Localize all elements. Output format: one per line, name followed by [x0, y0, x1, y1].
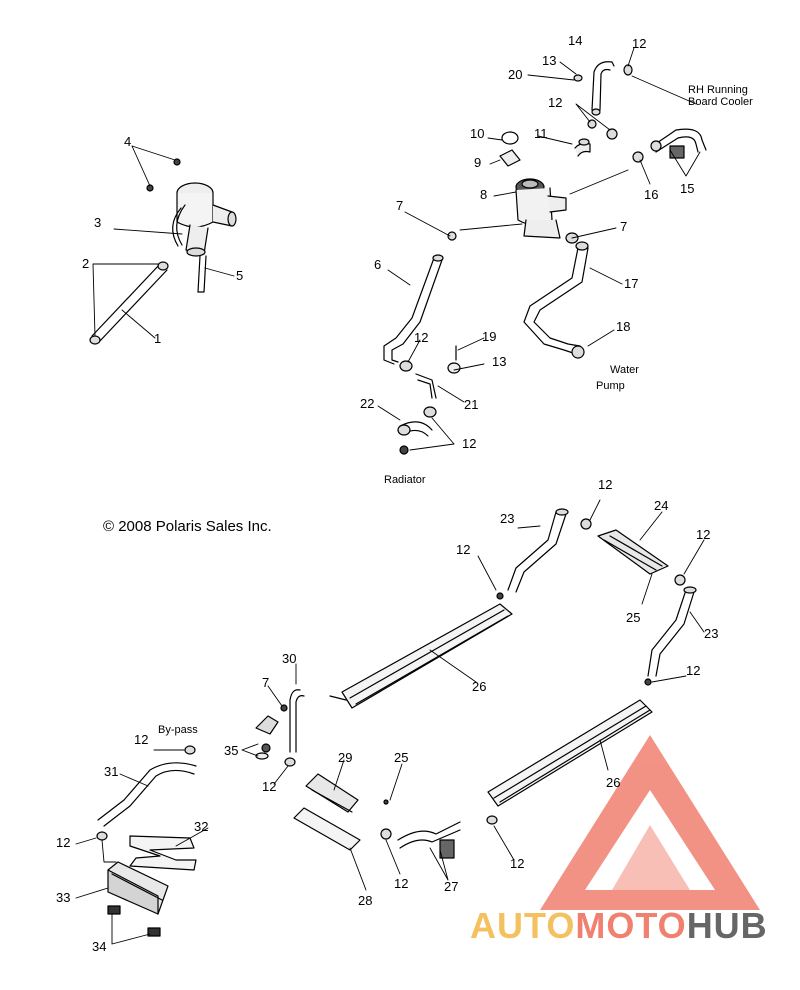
callout-32: 32 [194, 819, 209, 834]
callout-7a: 7 [396, 198, 404, 213]
callout-30: 30 [282, 651, 297, 666]
callout-33: 33 [56, 890, 71, 905]
callout-26b: 26 [606, 775, 621, 790]
callout-20: 20 [508, 67, 523, 82]
watermark-hub: HUB [686, 905, 768, 946]
part-26-cooler-upper [329, 603, 513, 709]
callout-29: 29 [338, 750, 353, 765]
part-28-bracket [293, 807, 361, 851]
callout-13b: 13 [492, 354, 507, 369]
callout-7b: 7 [620, 219, 628, 234]
callout-13a: 13 [542, 53, 557, 68]
caption-rh-running-1: RH Running [688, 84, 748, 96]
callout-12e: 12 [598, 477, 613, 492]
watermark-moto: MOTO [575, 905, 687, 946]
watermark-logo [540, 735, 760, 910]
callout-10: 10 [470, 126, 485, 141]
callout-25b: 25 [394, 750, 409, 765]
callout-5: 5 [236, 268, 244, 283]
callout-12d: 12 [462, 436, 477, 451]
leader-lines [75, 47, 705, 945]
caption-rh-running-2: Board Cooler [688, 96, 753, 108]
callout-31: 31 [104, 764, 119, 779]
callout-12a: 12 [632, 36, 647, 51]
copyright-notice: © 2008 Polaris Sales Inc. [103, 518, 272, 535]
callout-12c: 12 [414, 330, 429, 345]
callout-19: 19 [482, 329, 497, 344]
callout-12i: 12 [134, 732, 149, 747]
callout-18: 18 [616, 319, 631, 334]
thermostat-housing-left [146, 158, 237, 293]
callout-2: 2 [82, 256, 90, 271]
caption-by-pass: By-pass [158, 724, 198, 736]
callout-22: 22 [360, 396, 375, 411]
callout-8: 8 [480, 187, 488, 202]
callout-35: 35 [224, 743, 239, 758]
callout-1: 1 [154, 331, 162, 346]
caption-radiator: Radiator [384, 474, 426, 486]
part-29-bracket [305, 773, 359, 813]
callout-23a: 23 [500, 511, 515, 526]
callout-23b: 23 [704, 626, 719, 641]
part-30-hose [280, 689, 305, 767]
callout-9: 9 [474, 155, 482, 170]
part-23-hose-lower [644, 586, 697, 686]
watermark-auto: AUTO [470, 905, 576, 946]
callout-12m: 12 [510, 856, 525, 871]
callout-27: 27 [444, 879, 459, 894]
part-26-cooler-lower [487, 699, 653, 807]
callout-15: 15 [680, 181, 695, 196]
part-23-hose-upper [496, 508, 592, 600]
part-35-bracket [255, 715, 279, 760]
callout-28: 28 [358, 893, 373, 908]
callout-12g: 12 [696, 527, 711, 542]
callout-6: 6 [374, 257, 382, 272]
callout-12k: 12 [56, 835, 71, 850]
part-33-cooler [107, 861, 169, 915]
callout-3: 3 [94, 215, 102, 230]
callout-34: 34 [92, 939, 107, 954]
callout-14: 14 [568, 33, 583, 48]
callout-26a: 26 [472, 679, 487, 694]
callout-7c: 7 [262, 675, 270, 690]
callout-12f: 12 [456, 542, 471, 557]
watermark-text: AUTOMOTOHUB [470, 905, 768, 947]
caption-pump: Pump [596, 380, 625, 392]
callout-11: 11 [534, 126, 548, 141]
part-14-hose [573, 61, 633, 116]
callout-25a: 25 [626, 610, 641, 625]
part-31-hose [96, 745, 197, 841]
callout-12h: 12 [686, 663, 701, 678]
callout-21: 21 [464, 397, 479, 412]
part-27-hose [380, 799, 498, 859]
callout-24: 24 [654, 498, 669, 513]
callout-17: 17 [624, 276, 639, 291]
part-17-hose [447, 231, 589, 359]
part-24-cooler [597, 529, 686, 586]
callout-16: 16 [644, 187, 659, 202]
part-34-pads [107, 905, 161, 937]
callout-12j: 12 [262, 779, 277, 794]
callout-4: 4 [124, 134, 132, 149]
part-6-hose [383, 254, 444, 365]
thermostat-main [499, 131, 591, 244]
callout-12b: 12 [548, 95, 563, 110]
caption-water: Water [610, 364, 639, 376]
part-32-bracket [129, 835, 197, 871]
callout-12l: 12 [394, 876, 409, 891]
radiator-fittings [397, 345, 461, 455]
